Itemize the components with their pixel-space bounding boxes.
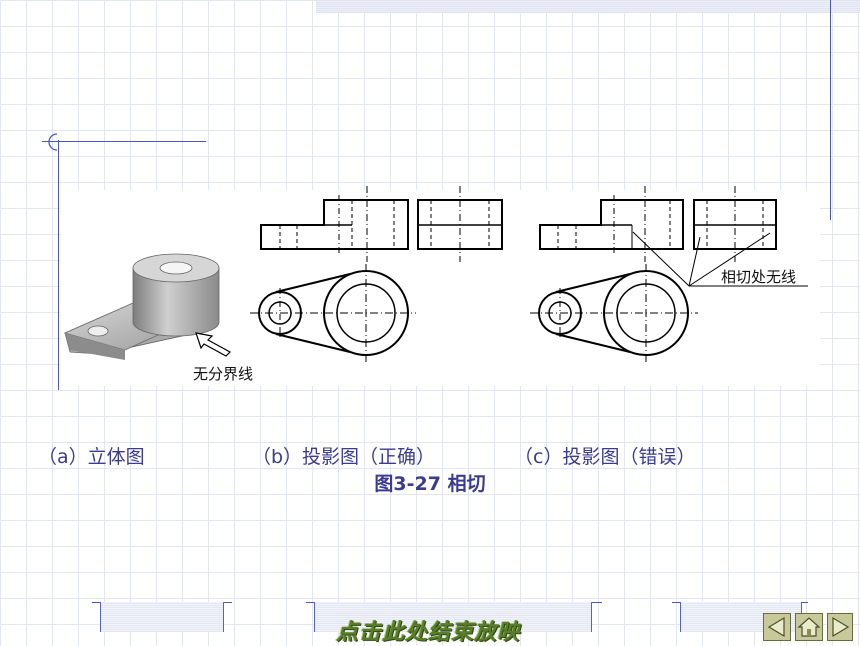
end-show-link[interactable]: 点击此处结束放映 (336, 620, 521, 645)
solid-model (63, 253, 220, 360)
arrow-icon (195, 332, 231, 357)
prev-button[interactable] (763, 613, 791, 641)
next-button[interactable] (827, 613, 853, 641)
circle-marker-icon (48, 133, 58, 151)
left-horizontal-line (42, 141, 206, 142)
top-decor-bar (316, 0, 860, 13)
figure-title: 图3-27 相切 (374, 473, 486, 495)
caption-b: （b）投影图（正确） (252, 446, 436, 468)
left-vertical-line (58, 140, 59, 390)
right-vertical-line (830, 0, 831, 220)
arrow-left-icon (767, 616, 785, 638)
label-tangent-no-line: 相切处无线 (721, 268, 797, 286)
caption-c: （c）投影图（错误） (514, 446, 696, 468)
projection-wrong (530, 186, 808, 362)
caption-a: （a）立体图 (38, 446, 145, 468)
home-icon (797, 617, 821, 637)
projection-correct (250, 186, 503, 362)
home-button[interactable] (795, 613, 823, 641)
footer-box-left (100, 602, 224, 632)
arrow-right-icon (832, 616, 850, 638)
footer-box-mid (314, 602, 592, 632)
label-no-boundary: 无分界线 (193, 365, 254, 383)
